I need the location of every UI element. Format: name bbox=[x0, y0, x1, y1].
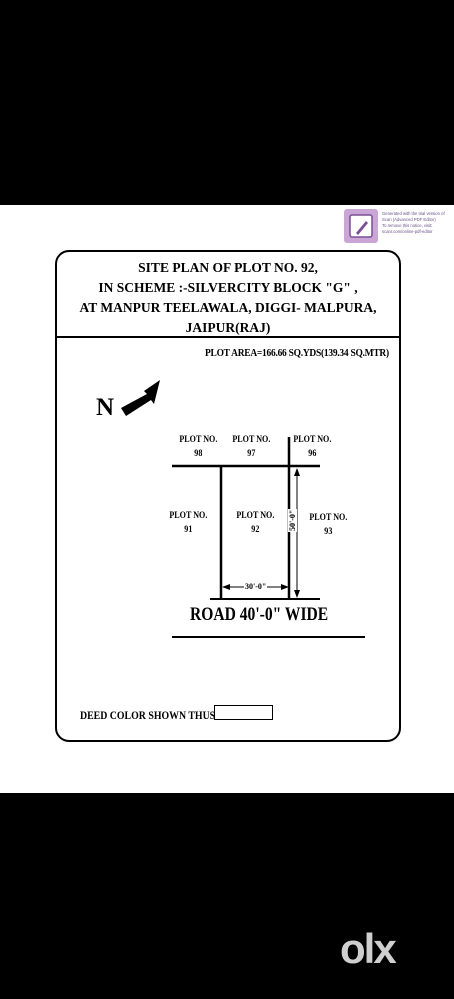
plot-area-label: PLOT AREA=166.66 SQ.YDS(139.34 SQ.MTR) bbox=[205, 347, 389, 359]
width-dimension-label: 30'-0" bbox=[244, 582, 268, 591]
plot-93-label: PLOT NO.93 bbox=[309, 513, 348, 537]
north-label: N bbox=[96, 394, 115, 421]
document-page bbox=[0, 205, 454, 793]
pen-editor-icon bbox=[344, 209, 378, 243]
top-black-band bbox=[0, 0, 454, 205]
plot-97-label: PLOT NO.97 bbox=[232, 435, 271, 459]
editor-watermark-stamp: Generated with the trial version of Scan… bbox=[342, 208, 450, 246]
title-separator bbox=[57, 336, 399, 338]
plot-92-label: PLOT NO.92 bbox=[236, 511, 275, 535]
north-arrow-icon bbox=[121, 380, 160, 416]
olx-watermark-logo: olx bbox=[340, 925, 397, 972]
plot-98-label: PLOT NO.98 bbox=[179, 435, 218, 459]
stamp-text: Generated with the trial version of Scan… bbox=[382, 211, 445, 234]
bottom-black-band bbox=[0, 793, 454, 999]
deed-color-box bbox=[214, 705, 273, 720]
plot-91-label: PLOT NO.91 bbox=[169, 511, 208, 535]
site-plan-title: SITE PLAN OF PLOT NO. 92, IN SCHEME :-SI… bbox=[79, 260, 377, 335]
depth-dimension-label: 50'-0" bbox=[288, 508, 297, 532]
deed-color-label: DEED COLOR SHOWN THUS bbox=[80, 708, 216, 722]
plot-96-label: PLOT NO.96 bbox=[293, 435, 332, 459]
plan-frame bbox=[55, 250, 401, 742]
road-label: ROAD 40'-0" WIDE bbox=[190, 604, 329, 625]
